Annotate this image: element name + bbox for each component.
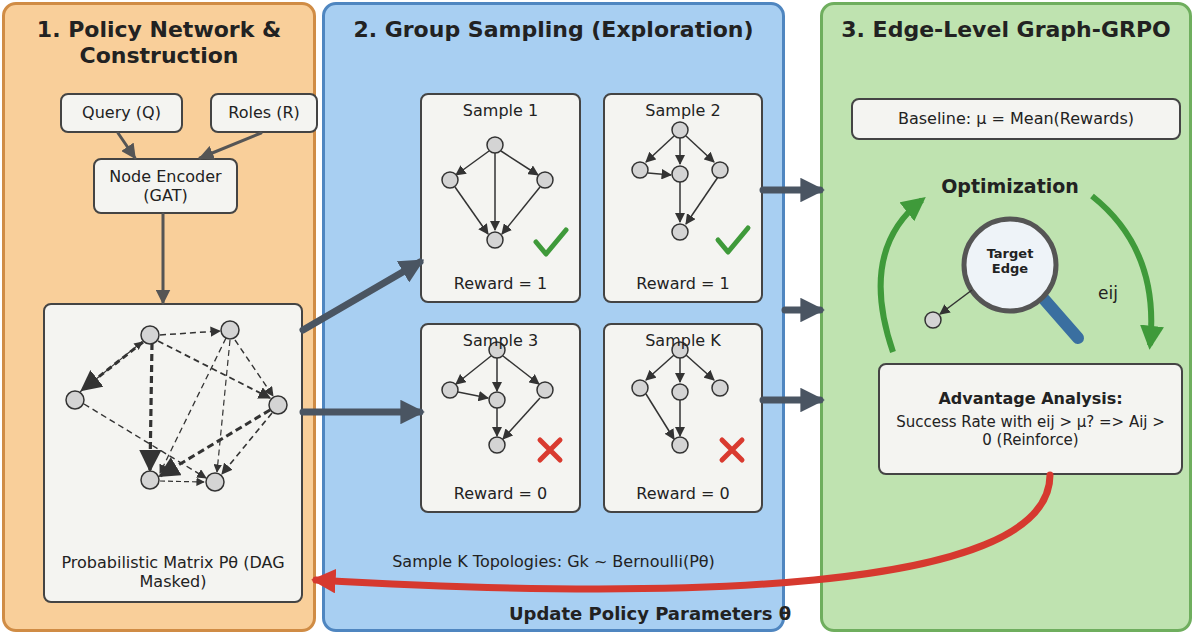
target-edge-line xyxy=(940,290,972,314)
node-title: 3. Edge-Level Graph-GRPO xyxy=(833,17,1179,43)
node-body: Reward = 1 xyxy=(611,274,755,293)
graph-nodes xyxy=(632,342,728,453)
node-title: Baseline: μ = Mean(Rewards) xyxy=(861,109,1171,128)
feedback-arrow xyxy=(316,475,1050,589)
node-body: Reward = 1 xyxy=(428,274,573,293)
process-box: Advantage Analysis: Success Rate with eij… xyxy=(878,363,1183,475)
process-box: Probabilistic Matrix Pθ (DAG Masked) xyxy=(43,303,303,603)
process-box: Roles (R) xyxy=(210,93,318,133)
graph-nodes xyxy=(442,137,553,248)
flow-arrow xyxy=(763,187,820,194)
process-box: Sample 2 Reward = 1 xyxy=(603,93,763,303)
annotation-label: Optimization xyxy=(935,176,1085,198)
flow-arrow xyxy=(785,307,820,314)
node-title: Sample K xyxy=(611,331,755,350)
node-body: Success Rate with eij > μ? => Aij > 0 (R… xyxy=(890,413,1171,449)
sample-graph xyxy=(456,356,540,439)
cross-mark xyxy=(540,440,560,460)
node-title: Query (Q) xyxy=(68,103,175,122)
sample-graph xyxy=(646,355,714,439)
stage-panel: 3. Edge-Level Graph-GRPO Baseline: μ = Me… xyxy=(820,2,1192,632)
magnifier-lens xyxy=(964,219,1056,311)
edge-label: Update Policy Parameters θ xyxy=(430,604,870,625)
process-box: Sample K Reward = 0 xyxy=(603,323,763,513)
cycle-arrow xyxy=(881,200,922,352)
graph-nodes xyxy=(66,321,287,491)
process-box: Node Encoder (GAT) xyxy=(93,158,238,214)
flow-arrow xyxy=(303,262,420,330)
annotation-label: Target Edge xyxy=(972,247,1048,277)
stage-panel: 1. Policy Network & ConstructionQuery (Q… xyxy=(2,2,316,632)
flow-arrow xyxy=(200,133,261,158)
process-box: Sample 3 Reward = 0 xyxy=(420,323,581,513)
flow-arrow xyxy=(303,409,420,416)
node-body: Reward = 0 xyxy=(611,484,755,503)
node-title: Sample 3 xyxy=(428,331,573,350)
graph-nodes xyxy=(632,122,728,240)
stage-panel: 2. Group Sampling (Exploration) Sample K … xyxy=(322,2,785,632)
flow-arrow xyxy=(118,133,135,158)
graph-nodes xyxy=(442,342,553,453)
node-title: 1. Policy Network & Construction xyxy=(15,17,303,70)
node-title: Roles (R) xyxy=(218,103,310,122)
check-mark xyxy=(718,228,748,252)
node-body: Reward = 0 xyxy=(428,484,573,503)
node-body: Sample K Topologies: Gk ~ Bernoulli(Pθ) xyxy=(335,552,772,571)
node-title: 2. Group Sampling (Exploration) xyxy=(335,17,772,43)
node-title: Sample 1 xyxy=(428,101,573,120)
node-title: Probabilistic Matrix Pθ (DAG Masked) xyxy=(55,553,291,591)
sample-graph xyxy=(455,151,540,234)
flow-arrow xyxy=(763,397,820,404)
magnifier-handle xyxy=(1043,298,1078,338)
probability-graph xyxy=(80,331,273,482)
node-title: Advantage Analysis: xyxy=(890,389,1171,408)
process-box: Query (Q) xyxy=(60,93,183,133)
process-box: Baseline: μ = Mean(Rewards) xyxy=(851,98,1181,140)
node-title: Sample 2 xyxy=(611,101,755,120)
check-mark xyxy=(536,230,566,254)
sample-graph xyxy=(646,136,718,224)
node-title: Node Encoder (GAT) xyxy=(101,167,230,205)
cross-mark xyxy=(722,440,742,460)
graph-node xyxy=(925,312,941,328)
flow-arrow xyxy=(162,214,165,303)
annotation-label: eij xyxy=(1088,284,1128,304)
cycle-arrow xyxy=(1092,196,1151,345)
process-box: Sample 1 Reward = 1 xyxy=(420,93,581,303)
